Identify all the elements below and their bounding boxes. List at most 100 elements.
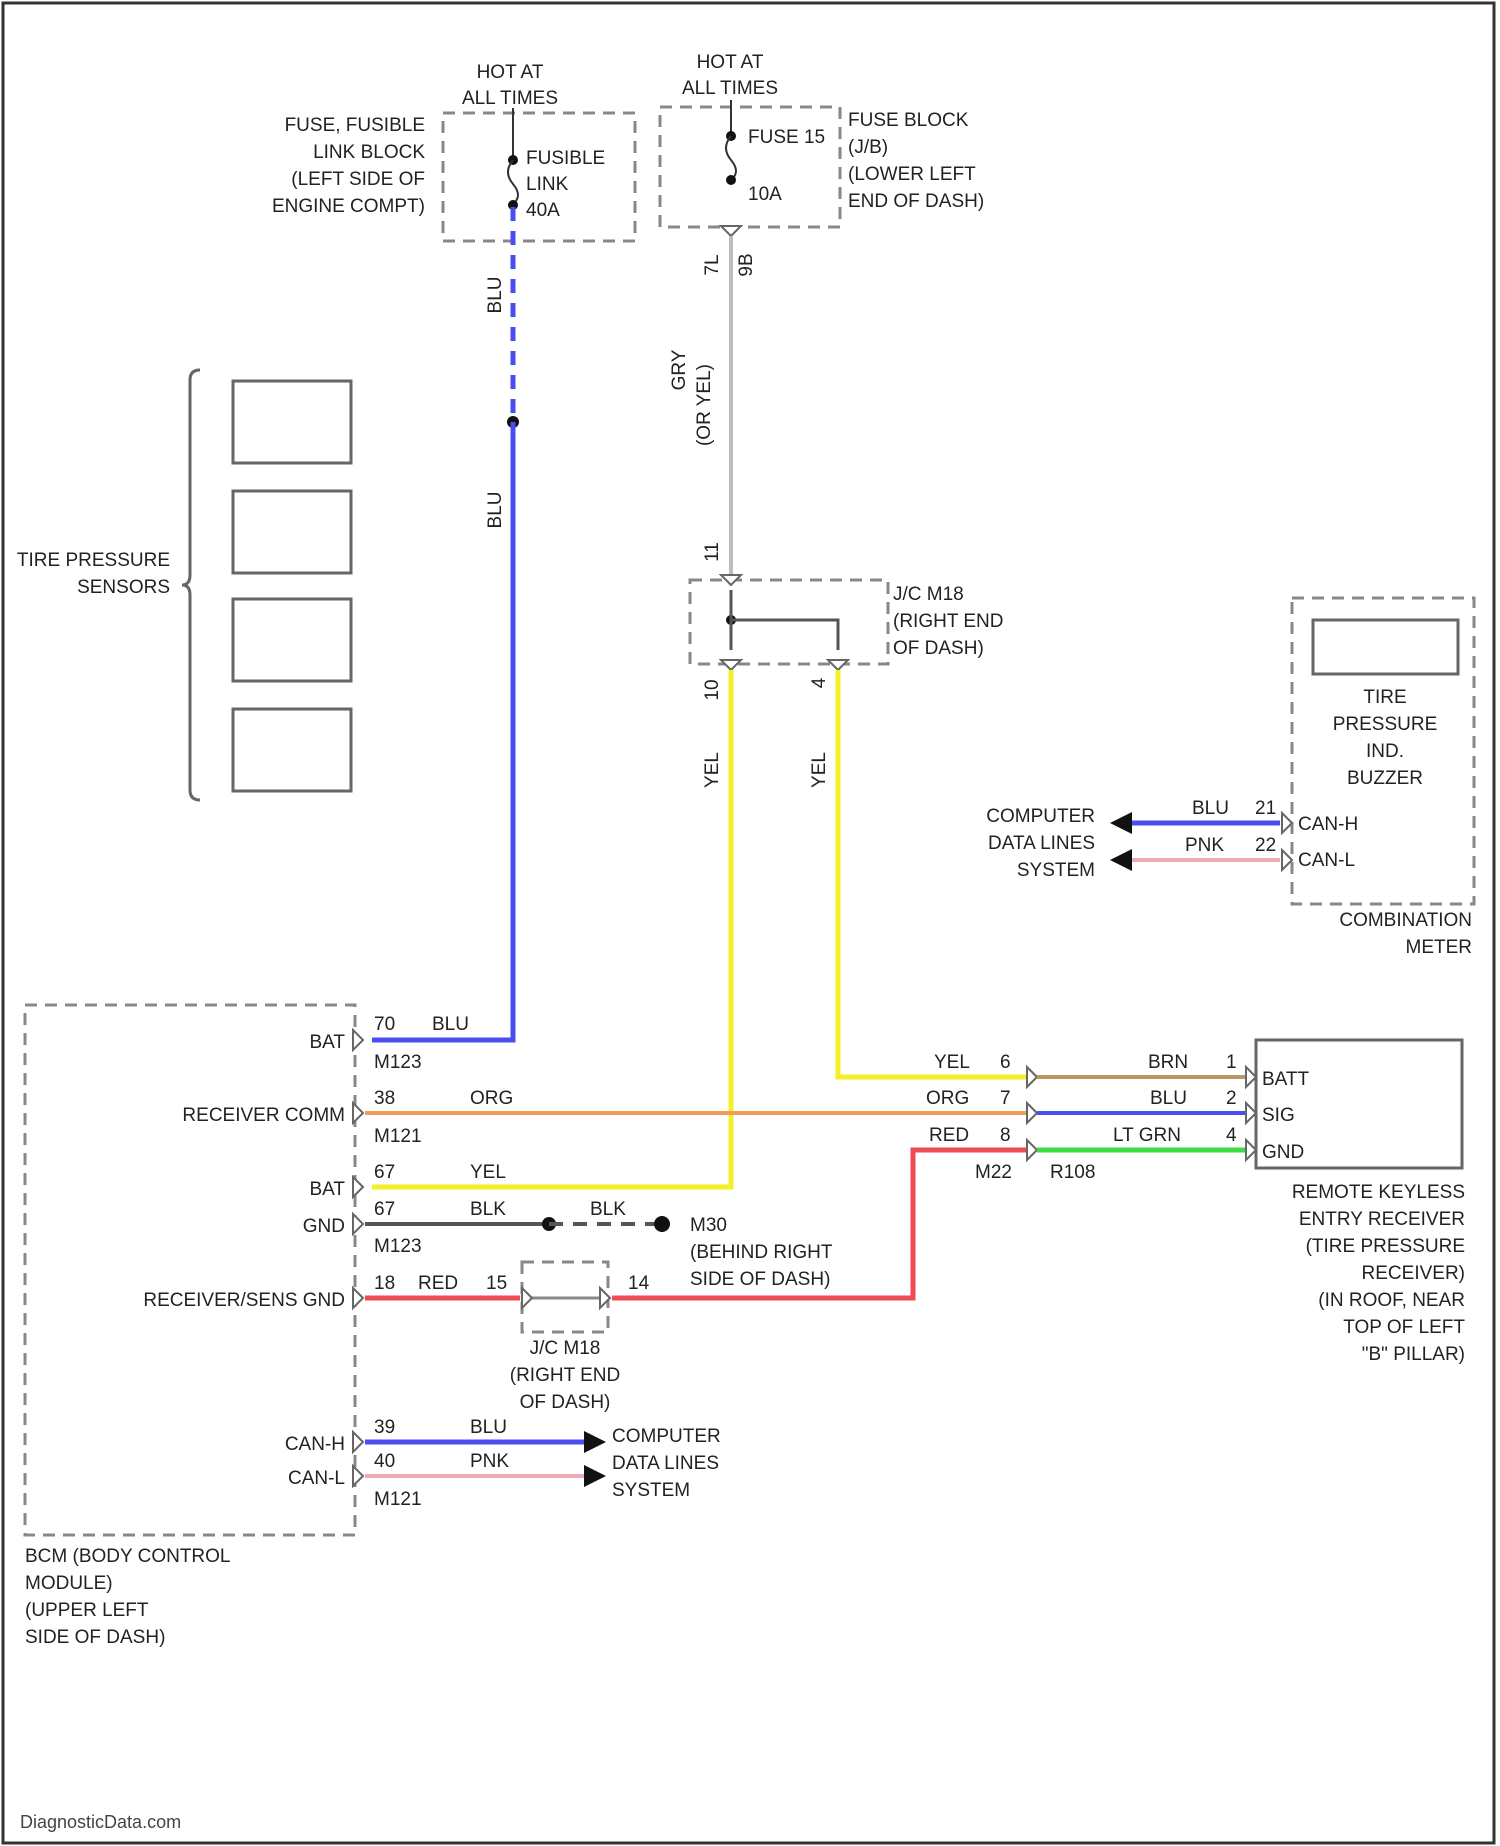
bcm-pin-40: 40 <box>374 1451 395 1472</box>
wire-yel-bcm-bat <box>372 670 731 1187</box>
rx-conn-left: M22 <box>975 1162 1012 1183</box>
meter-arrow-can-l <box>1110 849 1132 871</box>
bcm-arrow-can-h <box>584 1431 606 1453</box>
joint1-pin-10: 10 <box>702 679 723 700</box>
joint1-pin-11: 11 <box>702 542 723 562</box>
joint1-pin-4: 4 <box>809 677 830 688</box>
fuse-pin-2: 9B <box>736 253 757 276</box>
rx-name-5: (IN ROOF, NEAR <box>1318 1290 1465 1311</box>
joint1-desc-1: J/C M18 <box>893 584 964 605</box>
rx-right-wire-2: BLU <box>1150 1088 1187 1109</box>
bcm-computer-2: DATA LINES <box>612 1453 719 1474</box>
ground-wire: BLK <box>590 1199 626 1220</box>
bcm-label-can-l: CAN-L <box>288 1468 345 1489</box>
joint1-desc-2: (RIGHT END <box>893 611 1003 632</box>
joint2-pin-15: 15 <box>486 1273 507 1294</box>
meter-pin-can-l: 22 <box>1255 835 1276 856</box>
bcm-wire-40: PNK <box>470 1451 509 1472</box>
bcm-label-can-h: CAN-H <box>285 1434 345 1455</box>
sensors-label-2: SENSORS <box>77 577 170 598</box>
wire-label-gry-2: (OR YEL) <box>694 364 715 446</box>
bcm-label-bat-67: BAT <box>309 1179 345 1200</box>
wire-label-yel-right: YEL <box>809 752 830 788</box>
rx-right-pin-1: 1 <box>1226 1052 1237 1073</box>
bcm-conn-bat-67 <box>353 1177 363 1197</box>
bcm-conn-m123-a: M123 <box>374 1052 422 1073</box>
bcm-wire-70: BLU <box>432 1014 469 1035</box>
meter-arrow-can-h <box>1110 812 1132 834</box>
bcm-conn-can-l-40 <box>353 1466 363 1486</box>
meter-wire-can-h: BLU <box>1192 798 1229 819</box>
bcm-label-gnd: GND <box>303 1216 345 1237</box>
bcm-conn-m121-a: M121 <box>374 1126 422 1147</box>
wire-label-yel-left: YEL <box>702 752 723 788</box>
fusible-link-element <box>508 160 518 204</box>
rx-signal-gnd: GND <box>1262 1142 1304 1163</box>
bcm-pin-39: 39 <box>374 1417 395 1438</box>
meter-device-1: TIRE <box>1363 687 1406 708</box>
rx-name-3: (TIRE PRESSURE <box>1306 1236 1465 1257</box>
bcm-label-receiver-comm: RECEIVER COMM <box>182 1105 345 1126</box>
bcm-name-4: SIDE OF DASH) <box>25 1627 165 1648</box>
rx-left-wire-2: ORG <box>926 1088 969 1109</box>
rx-left-pin-3: 8 <box>1000 1125 1011 1146</box>
hot-label-2: HOT AT <box>697 52 764 73</box>
meter-computer-3: SYSTEM <box>1017 860 1095 881</box>
bcm-conn-bat-70 <box>353 1030 363 1050</box>
meter-device-4: BUZZER <box>1347 768 1423 789</box>
ground-point-dot <box>654 1216 670 1232</box>
joint2-pin-14: 14 <box>628 1273 650 1294</box>
ground-desc-1: (BEHIND RIGHT <box>690 1242 833 1263</box>
fuse-rating: 10A <box>748 184 782 205</box>
wire-label-blu-mid: BLU <box>485 492 506 529</box>
bcm-box <box>25 1005 355 1535</box>
bcm-computer-3: SYSTEM <box>612 1480 690 1501</box>
bcm-name-1: BCM (BODY CONTROL <box>25 1546 231 1567</box>
joint2-desc-2: (RIGHT END <box>510 1365 620 1386</box>
bcm-label-sens-gnd: RECEIVER/SENS GND <box>143 1290 345 1311</box>
wire-label-gry-1: GRY <box>669 349 690 390</box>
rx-name-4: RECEIVER) <box>1362 1263 1465 1284</box>
fuse-desc-2: (J/B) <box>848 137 888 158</box>
rx-left-pin-1: 6 <box>1000 1052 1011 1073</box>
tire-sensor-3 <box>233 599 351 681</box>
hot-label-1b: ALL TIMES <box>462 88 558 109</box>
fusible-rating: 40A <box>526 200 560 221</box>
sensors-bracket <box>182 370 200 800</box>
bcm-pin-67a: 67 <box>374 1162 395 1183</box>
ground-desc-2: SIDE OF DASH) <box>690 1269 830 1290</box>
rx-left-conn-3 <box>1027 1140 1037 1160</box>
hot-label-2b: ALL TIMES <box>682 78 778 99</box>
meter-name-2: METER <box>1406 937 1473 958</box>
hot-label-1: HOT AT <box>477 62 544 83</box>
diagram-border <box>3 3 1494 1843</box>
bcm-label-bat-70: BAT <box>309 1032 345 1053</box>
rx-left-conn-1 <box>1027 1067 1037 1087</box>
bcm-pin-38: 38 <box>374 1088 395 1109</box>
meter-device-2: PRESSURE <box>1333 714 1438 735</box>
rx-right-pin-3: 4 <box>1226 1125 1237 1146</box>
meter-name-1: COMBINATION <box>1339 910 1472 931</box>
bcm-conn-receiver-38 <box>353 1103 363 1123</box>
bcm-wire-38: ORG <box>470 1088 513 1109</box>
rx-name-7: "B" PILLAR) <box>1362 1344 1465 1365</box>
bcm-conn-can-h-39 <box>353 1432 363 1452</box>
rx-left-wire-3: RED <box>929 1125 969 1146</box>
tire-sensor-2 <box>233 491 351 573</box>
watermark: DiagnosticData.com <box>20 1812 181 1832</box>
wire-yel-receiver <box>838 670 1027 1077</box>
rx-name-1: REMOTE KEYLESS <box>1292 1182 1465 1203</box>
tire-sensor-1 <box>233 381 351 463</box>
bcm-conn-gnd-67 <box>353 1214 363 1234</box>
rx-right-wire-3: LT GRN <box>1113 1125 1181 1146</box>
fusible-desc-4: ENGINE COMPT) <box>272 196 425 217</box>
fusible-desc-1: FUSE, FUSIBLE <box>285 115 425 136</box>
joint2-desc-3: OF DASH) <box>520 1392 611 1413</box>
fuse-name: FUSE 15 <box>748 127 825 148</box>
joint-connector-1 <box>690 580 888 664</box>
meter-signal-can-l: CAN-L <box>1298 850 1355 871</box>
bcm-conn-m123-b: M123 <box>374 1236 422 1257</box>
buzzer-symbol <box>1313 620 1458 674</box>
joint2-pin-conn-left <box>522 1288 532 1308</box>
